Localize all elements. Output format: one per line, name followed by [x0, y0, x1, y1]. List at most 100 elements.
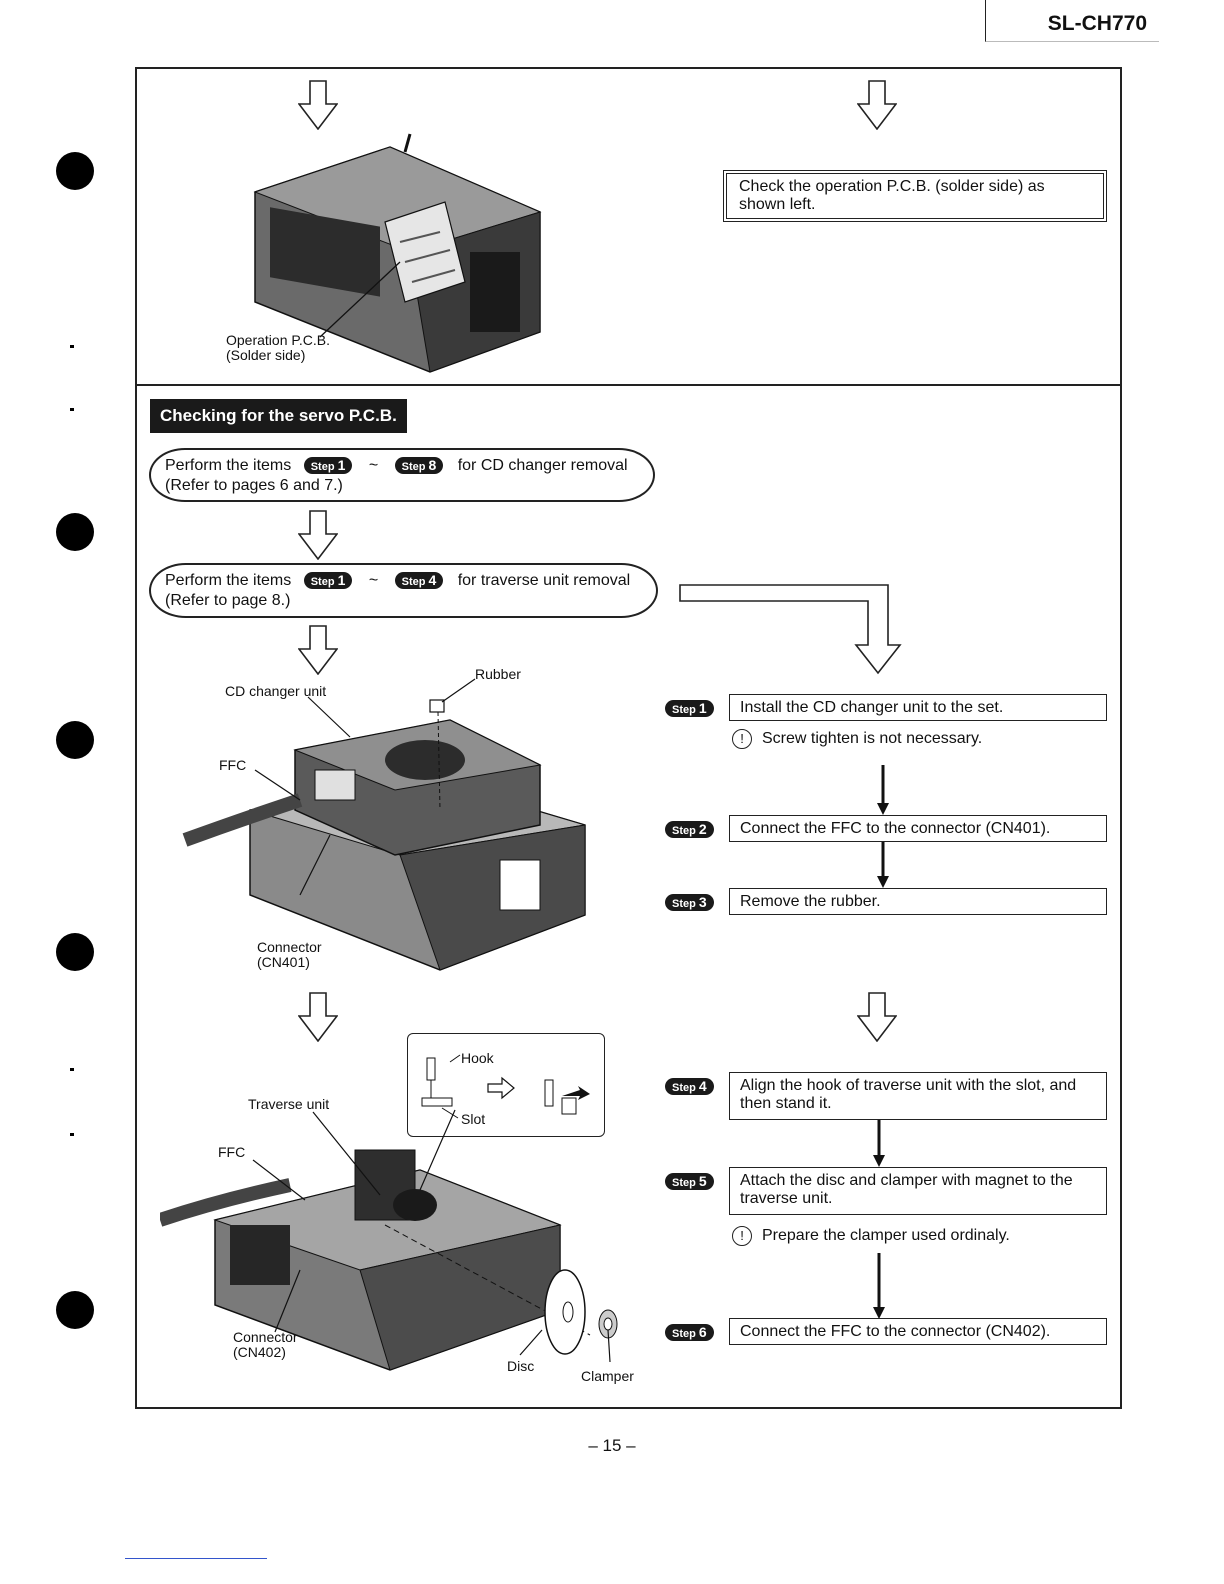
flow-arrow-icon	[876, 842, 890, 888]
badge-number: 8	[428, 457, 436, 473]
binder-hole	[56, 721, 94, 759]
badge-word: Step	[311, 576, 335, 588]
caution-text: Prepare the clamper used ordinaly.	[762, 1227, 1010, 1244]
label-connector: Connector	[257, 939, 322, 955]
pill-suffix: for CD changer removal	[458, 457, 628, 474]
pill-line: Perform the items Step1 ~ Step4 for trav…	[165, 571, 642, 591]
step-6-text: Connect the FFC to the connector (CN402)…	[740, 1323, 1050, 1340]
binder-hole	[56, 1291, 94, 1329]
step-4-text: Align the hook of traverse unit with the…	[740, 1077, 1076, 1112]
down-arrow-icon	[298, 80, 338, 130]
margin-mark	[70, 1133, 74, 1136]
step-1-text: Install the CD changer unit to the set.	[740, 699, 1003, 716]
pill-reference: (Refer to page 8.)	[165, 591, 642, 611]
range-separator: ~	[369, 457, 378, 474]
binder-hole	[56, 513, 94, 551]
label-rubber: Rubber	[475, 666, 521, 682]
label-hook: Hook	[461, 1050, 494, 1066]
step-6-box: Connect the FFC to the connector (CN402)…	[729, 1318, 1107, 1345]
connector-bent-arrow	[678, 583, 903, 678]
badge-number: 4	[699, 1078, 707, 1094]
label-clamper: Clamper	[581, 1368, 634, 1384]
badge-word: Step	[672, 825, 696, 837]
footer-rule	[125, 1558, 267, 1559]
badge-word: Step	[402, 576, 426, 588]
badge-number: 1	[338, 457, 346, 473]
label-cn401: (CN401)	[257, 954, 310, 970]
label-cn402: (CN402)	[233, 1344, 286, 1360]
margin-mark	[70, 345, 74, 348]
label-traverse-unit: Traverse unit	[248, 1096, 329, 1112]
section-divider	[135, 384, 1122, 386]
step-badge: Step6	[665, 1324, 714, 1341]
binder-hole	[56, 152, 94, 190]
flow-arrow-icon	[876, 765, 890, 815]
section-title: Checking for the servo P.C.B.	[150, 399, 407, 433]
caution-icon: !	[732, 1226, 752, 1246]
pill-prefix: Perform the items	[165, 572, 291, 589]
label-solder-side: (Solder side)	[226, 347, 305, 363]
step-5-text: Attach the disc and clamper with magnet …	[740, 1172, 1073, 1207]
caution-note: ! Prepare the clamper used ordinaly.	[732, 1226, 1010, 1246]
page-number: – 15 –	[0, 1436, 1224, 1456]
step-3-text: Remove the rubber.	[740, 893, 881, 910]
caution-icon: !	[732, 729, 752, 749]
caution-note: ! Screw tighten is not necessary.	[732, 729, 982, 749]
badge-word: Step	[311, 461, 335, 473]
down-arrow-icon	[857, 80, 897, 130]
pill-prefix: Perform the items	[165, 457, 291, 474]
badge-word: Step	[672, 898, 696, 910]
badge-word: Step	[672, 1082, 696, 1094]
step-5-box: Attach the disc and clamper with magnet …	[729, 1167, 1107, 1215]
step-badge: Step4	[395, 572, 444, 589]
label-cd-changer-unit: CD changer unit	[225, 683, 326, 699]
badge-word: Step	[672, 1328, 696, 1340]
down-arrow-icon	[298, 510, 338, 560]
badge-word: Step	[402, 461, 426, 473]
flow-arrow-icon	[872, 1120, 886, 1167]
flow-arrow-icon	[872, 1253, 886, 1319]
pill-reference: (Refer to pages 6 and 7.)	[165, 476, 639, 496]
step-1-box: Install the CD changer unit to the set.	[729, 694, 1107, 721]
badge-number: 2	[699, 821, 707, 837]
badge-number: 6	[699, 1324, 707, 1340]
step-4-box: Align the hook of traverse unit with the…	[729, 1072, 1107, 1120]
margin-mark	[70, 408, 74, 411]
label-operation-pcb: Operation P.C.B.	[226, 332, 330, 348]
check-note-text: Check the operation P.C.B. (solder side)…	[739, 178, 1045, 213]
label-connector: Connector	[233, 1329, 298, 1345]
badge-number: 1	[699, 700, 707, 716]
down-arrow-icon	[857, 992, 897, 1042]
badge-number: 5	[699, 1173, 707, 1189]
range-separator: ~	[369, 572, 378, 589]
label-ffc: FFC	[219, 757, 246, 773]
check-note-box: Check the operation P.C.B. (solder side)…	[723, 170, 1107, 222]
badge-number: 1	[338, 572, 346, 588]
label-ffc: FFC	[218, 1144, 245, 1160]
pill-suffix: for traverse unit removal	[458, 572, 631, 589]
step-3-box: Remove the rubber.	[729, 888, 1107, 915]
badge-word: Step	[672, 704, 696, 716]
down-arrow-icon	[298, 992, 338, 1042]
binder-hole	[56, 933, 94, 971]
label-disc: Disc	[507, 1358, 534, 1374]
margin-mark	[70, 1068, 74, 1071]
step-2-box: Connect the FFC to the connector (CN401)…	[729, 815, 1107, 842]
badge-number: 3	[699, 894, 707, 910]
caution-text: Screw tighten is not necessary.	[762, 730, 982, 747]
badge-word: Step	[672, 1177, 696, 1189]
badge-number: 4	[428, 572, 436, 588]
step-2-text: Connect the FFC to the connector (CN401)…	[740, 820, 1050, 837]
model-number: SL-CH770	[985, 0, 1159, 42]
